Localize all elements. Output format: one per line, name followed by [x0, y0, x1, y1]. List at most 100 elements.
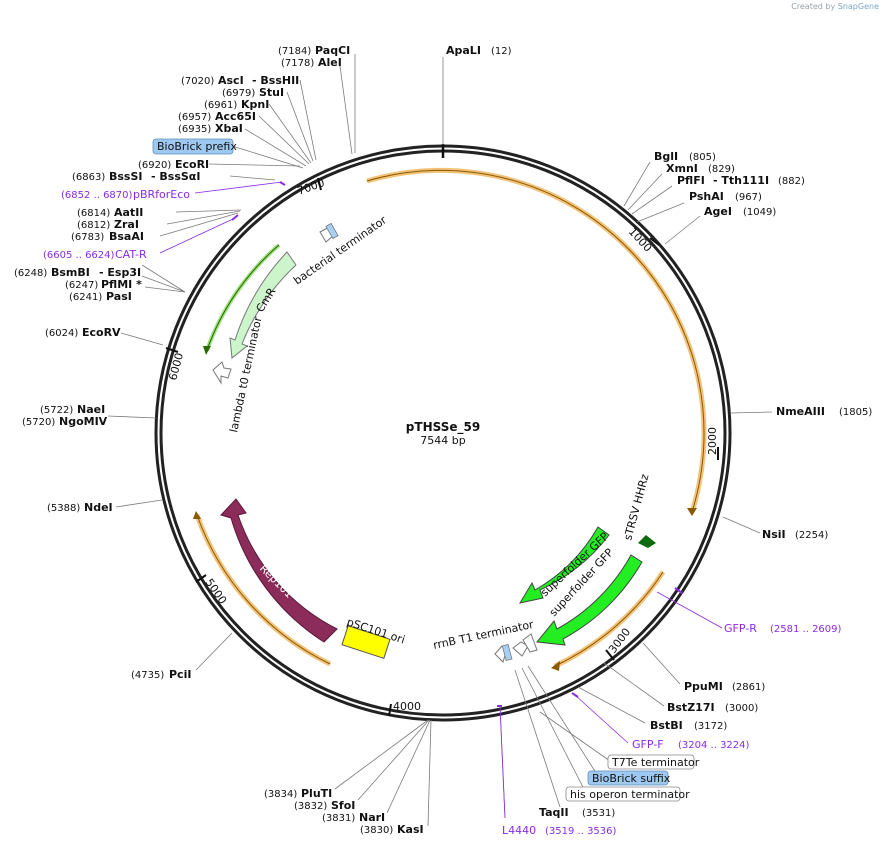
enzyme-bsmbi[interactable]: (6248)BsmBI- Esp3I	[14, 266, 141, 279]
enzyme-nsii[interactable]: NsiI(2254)	[762, 528, 828, 541]
superfolder-gfp-outer[interactable]	[536, 554, 643, 646]
enzyme-taqii[interactable]: TaqII(3531)	[539, 806, 615, 819]
enzyme-aatii[interactable]: (6814)AatII	[77, 206, 143, 219]
svg-text:(7184): (7184)	[278, 46, 311, 57]
enzyme-kasi[interactable]: (3830)KasI	[360, 823, 424, 836]
enzyme-bsssi[interactable]: (6863)BssSI- BssSαI	[72, 170, 200, 183]
cmr-feature[interactable]	[229, 251, 297, 359]
svg-text:(6957): (6957)	[178, 112, 211, 123]
enzyme-bstbi[interactable]: BstBI (3172)	[650, 719, 727, 732]
enzyme-pflmi[interactable]: (6247)PflMI *	[65, 278, 142, 291]
svg-text:AscI: AscI	[218, 74, 244, 87]
primer-cat-r[interactable]: (6605 .. 6624)CAT-R	[43, 248, 147, 261]
enzyme-bstz17i[interactable]: BstZ17I(3000)	[667, 701, 758, 714]
rrnb-box	[501, 643, 513, 661]
enzyme-labels: ApaLI(12) BglI(805) XmnI(829) PflFI- Tth…	[14, 44, 872, 836]
svg-text:PciI: PciI	[169, 668, 191, 681]
svg-text:EcoRV: EcoRV	[82, 326, 121, 339]
enzyme-apali[interactable]: ApaLI(12)	[446, 44, 512, 57]
enzyme-xbai[interactable]: (6935)XbaI	[178, 122, 243, 135]
enzyme-nmeaiii[interactable]: NmeAIII(1805)	[776, 405, 872, 418]
svg-text:BssSI: BssSI	[109, 170, 143, 183]
svg-text:GFP-F: GFP-F	[632, 738, 664, 751]
svg-text:(2254): (2254)	[795, 530, 828, 541]
his-operon-terminator-tag[interactable]: his operon terminator	[565, 786, 690, 802]
svg-text:NmeAIII: NmeAIII	[776, 405, 825, 418]
t7te-terminator-tag[interactable]: T7Te terminator	[607, 754, 700, 770]
enzyme-pflfi[interactable]: PflFI- Tth111I(882)	[677, 174, 805, 187]
cmr-label: CmR	[254, 285, 279, 314]
enzyme-ngomiv[interactable]: (5720)NgoMIV	[22, 415, 108, 428]
enzyme-paqci[interactable]: (7184)PaqCI	[278, 44, 350, 57]
enzyme-stui[interactable]: (6979)StuI	[222, 86, 284, 99]
enzyme-bsaai[interactable]: (6783)BsaAI	[71, 230, 144, 243]
strsv-hhrz-feature[interactable]	[638, 535, 656, 548]
svg-text:NaeI: NaeI	[77, 403, 105, 416]
primer-gfp-f[interactable]: GFP-F(3204 .. 3224)	[632, 738, 750, 751]
enzyme-pshai[interactable]: PshAI(967)	[689, 190, 762, 203]
enzyme-ecorv[interactable]: (6024)EcoRV	[45, 326, 121, 339]
primer-pbrforeco[interactable]: (6852 .. 6870)pBRforEco	[61, 188, 190, 201]
biobrick-prefix-tag[interactable]: BioBrick prefix	[152, 138, 237, 155]
enzyme-ecori[interactable]: (6920)EcoRI	[138, 158, 209, 171]
svg-text:AatII: AatII	[114, 206, 143, 219]
svg-text:(6863): (6863)	[72, 172, 105, 183]
svg-text:(12): (12)	[491, 46, 512, 57]
svg-text:(3000): (3000)	[725, 703, 758, 714]
biobrick-suffix-tag[interactable]: BioBrick suffix	[587, 770, 671, 786]
svg-text:- Esp3I: - Esp3I	[99, 266, 141, 279]
svg-text:BstBI: BstBI	[650, 719, 683, 732]
enzyme-bgli[interactable]: BglI(805)	[654, 150, 716, 163]
primer-gfp-r[interactable]: GFP-R(2581 .. 2609)	[724, 622, 842, 635]
enzyme-pasi[interactable]: (6241)PasI	[69, 290, 132, 303]
enzyme-ndei[interactable]: (5388)NdeI	[47, 501, 113, 514]
watermark-brand: SnapGene	[837, 2, 879, 11]
svg-text:(6961): (6961)	[204, 100, 237, 111]
bacterial-terminator-box	[325, 222, 339, 240]
svg-text:PflMI *: PflMI *	[101, 278, 142, 291]
svg-text:(882): (882)	[778, 176, 805, 187]
enzyme-ppumi[interactable]: PpuMI(2861)	[684, 680, 765, 693]
svg-text:(3831): (3831)	[322, 813, 355, 824]
enzyme-sfoi[interactable]: (3832)SfoI	[294, 799, 355, 812]
enzyme-acc65i[interactable]: (6957)Acc65I	[178, 110, 256, 123]
svg-text:(6812): (6812)	[77, 220, 110, 231]
superfolder-gfp-inner[interactable]	[518, 526, 610, 604]
svg-text:5000: 5000	[203, 576, 230, 606]
primer-labels: GFP-R(2581 .. 2609) GFP-F(3204 .. 3224) …	[43, 188, 842, 837]
enzyme-xmni[interactable]: XmnI(829)	[666, 162, 735, 175]
svg-text:4000: 4000	[393, 700, 421, 713]
svg-text:2000: 2000	[706, 427, 719, 455]
svg-text:(7178): (7178)	[281, 58, 314, 69]
enzyme-pluti[interactable]: (3834)PluTI	[264, 787, 332, 800]
enzyme-pcii[interactable]: (4735)PciI	[131, 668, 191, 681]
enzyme-agei[interactable]: AgeI(1049)	[704, 205, 776, 218]
svg-text:(3172): (3172)	[694, 721, 727, 732]
svg-text:NarI: NarI	[359, 811, 385, 824]
svg-text:(6920): (6920)	[138, 160, 171, 171]
orf-arc-lower-left-line	[196, 514, 331, 665]
tick-4000: 4000	[388, 700, 421, 717]
svg-text:(829): (829)	[708, 164, 735, 175]
svg-text:(6979): (6979)	[222, 88, 255, 99]
tick-6000: 6000	[165, 347, 186, 382]
svg-text:PpuMI: PpuMI	[684, 680, 723, 693]
cmr-orf-arc-arrow	[203, 346, 211, 355]
enzyme-naei[interactable]: (5722)NaeI	[40, 403, 105, 416]
primer-l4440[interactable]: L4440(3519 .. 3536)	[502, 824, 617, 837]
plasmid-name: pTHSSe_59	[406, 420, 480, 435]
psc101-ori-feature[interactable]	[341, 625, 391, 659]
leader-lines	[107, 54, 773, 827]
enzyme-zrai[interactable]: (6812) ZraI	[77, 218, 139, 231]
enzyme-nari[interactable]: (3831) NarI	[322, 811, 385, 824]
lambda-t0-arrow[interactable]	[212, 361, 232, 385]
enzyme-kpni[interactable]: (6961)KpnI	[204, 98, 269, 111]
svg-text:- BssHII: - BssHII	[252, 74, 299, 87]
svg-text:PasI: PasI	[106, 290, 132, 303]
svg-text:ZraI: ZraI	[114, 218, 139, 231]
enzyme-asci[interactable]: (7020)AscI- BssHII	[181, 74, 299, 87]
cmr-orf-arc-line	[206, 244, 280, 351]
enzyme-alei[interactable]: (7178)AleI	[281, 56, 342, 69]
svg-text:TaqII: TaqII	[539, 806, 569, 819]
rep101-feature[interactable]	[220, 498, 338, 643]
